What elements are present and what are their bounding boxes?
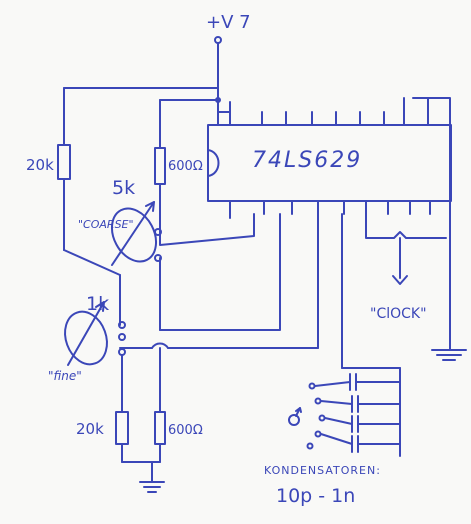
pot-fine-label: "fine" [48,369,82,383]
clock-label: "ClOCK" [370,306,427,322]
capacitors-range: 10p - 1n [276,485,355,507]
clock-output [365,213,447,285]
ic-74ls629 [207,97,452,341]
ic-label: 74LS629 [252,148,362,173]
resistor-bottom-left-label: 20k [76,420,104,438]
pot-coarse-value: 5k [112,177,135,199]
resistor-top-left-label: 20k [26,156,54,174]
pot-fine [64,301,126,413]
resistor-bottom-right [154,411,166,463]
ground-bottom [121,461,165,493]
pot-coarse-label: "COARSE" [78,218,134,231]
capacitor-selector [288,213,401,457]
resistor-bottom-right-label: 600Ω [168,423,203,438]
supply-terminal [214,36,222,91]
top-rail [63,87,231,149]
capacitors-label: KONDENSATOREN: [264,464,381,477]
ground-right [431,339,467,361]
supply-label: +V 7 [206,12,251,33]
middle-wiring [119,213,319,413]
resistor-top-right [154,147,166,231]
pot-coarse [110,201,255,266]
resistor-bottom-left [115,411,129,463]
resistor-top-right-label: 600Ω [168,159,203,174]
resistor-top-left [57,144,121,276]
pot-fine-value: 1k [86,293,109,315]
